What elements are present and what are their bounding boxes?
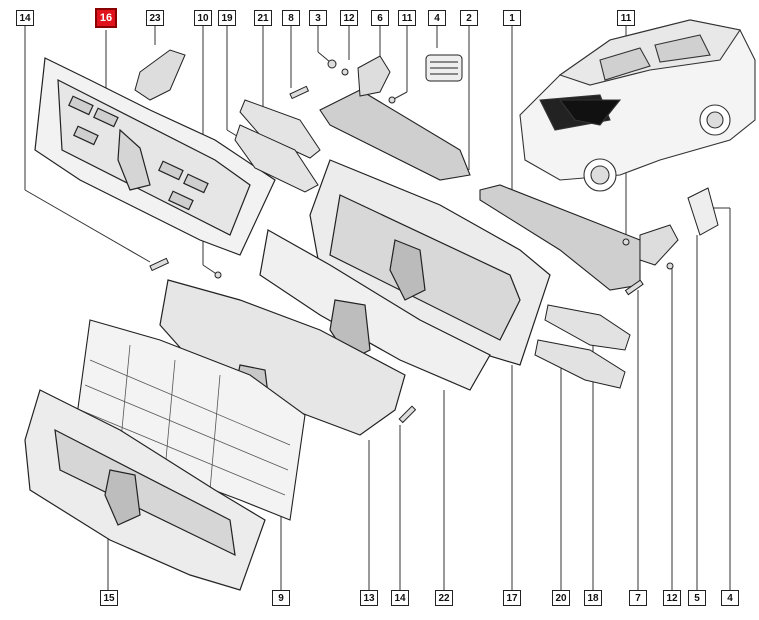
part-15-front-grille (24, 389, 266, 591)
callout-label: 9 (272, 590, 290, 606)
callout-label: 14 (16, 10, 34, 26)
part-12-screw-right (666, 262, 674, 270)
callout-label: 19 (218, 10, 236, 26)
callout-label: 3 (309, 10, 327, 26)
callout-label: 18 (584, 590, 602, 606)
part-8-strip (289, 85, 310, 100)
callout-label: 4 (721, 590, 739, 606)
part-11-screw-right (622, 238, 630, 246)
leader-line (317, 51, 331, 63)
callout-label: 11 (398, 10, 416, 26)
part-5-bracket (639, 224, 679, 266)
callout-label: 15 (100, 590, 118, 606)
callout-label: 14 (391, 590, 409, 606)
reference-car-illustration (519, 19, 756, 192)
part-14-strip-lower (398, 405, 417, 424)
callout-label: 8 (282, 10, 300, 26)
part-4-right-vent (687, 187, 719, 236)
part-17-main-grille (309, 159, 551, 366)
callout-label: 2 (460, 10, 478, 26)
callout-label: 11 (617, 10, 635, 26)
callout-label: 22 (435, 590, 453, 606)
part-6-clip (357, 55, 391, 97)
part-10-screw (214, 271, 222, 279)
callout-label: 20 (552, 590, 570, 606)
callout-label: 12 (340, 10, 358, 26)
part-3-clip (327, 59, 337, 69)
part-11-screw (388, 96, 396, 104)
part-20-deflector (534, 339, 626, 389)
part-16-upper-grille (34, 57, 276, 256)
part-21-deflector (234, 99, 321, 193)
callout-label: 6 (371, 10, 389, 26)
part-7-strip (624, 279, 644, 296)
part-14-strip (149, 257, 170, 272)
part-23-bracket (134, 49, 186, 101)
part-4-vent (425, 54, 463, 82)
callout-label: 17 (503, 590, 521, 606)
callout-label: 4 (428, 10, 446, 26)
leader-line (24, 189, 151, 263)
part-18-deflector (544, 304, 631, 351)
callout-label: 10 (194, 10, 212, 26)
callout-label: 5 (688, 590, 706, 606)
callout-label: 13 (360, 590, 378, 606)
part-1-support-bar (479, 184, 641, 291)
part-12-screw (341, 68, 349, 76)
callout-label: 1 (503, 10, 521, 26)
callout-label-highlighted: 16 (95, 8, 117, 28)
callout-label: 23 (146, 10, 164, 26)
callout-label: 12 (663, 590, 681, 606)
callout-label: 7 (629, 590, 647, 606)
callout-label: 21 (254, 10, 272, 26)
